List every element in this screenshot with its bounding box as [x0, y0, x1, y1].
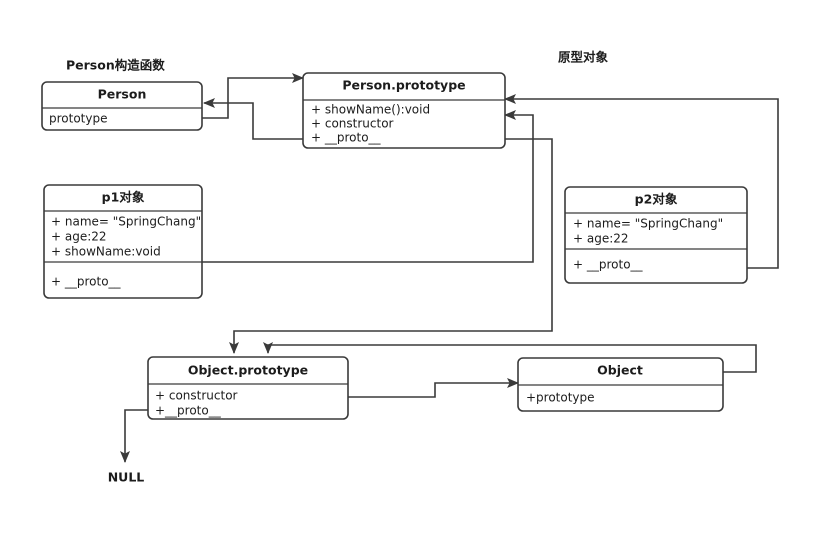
box-object[interactable]: Object +prototype	[517, 357, 724, 412]
box-object-title: Object	[597, 363, 643, 378]
box-object-row-prototype: +prototype	[526, 391, 595, 405]
caption-person-constructor: Person构造函数	[66, 58, 165, 73]
box-person[interactable]: Person prototype	[41, 81, 203, 131]
box-person-title: Person	[98, 87, 147, 102]
box-p1-row-age: + age:22	[51, 230, 107, 244]
box-p1-frame	[43, 184, 203, 299]
box-person-prototype[interactable]: Person.prototype + showName():void + con…	[302, 72, 506, 149]
box-p2-title: p2对象	[635, 192, 678, 207]
box-object-prototype-frame	[147, 356, 349, 420]
box-p1-row-proto: + __proto__	[51, 275, 122, 289]
caption-prototype-object: 原型对象	[558, 50, 609, 65]
box-person-prototype-frame	[302, 72, 506, 149]
box-object-prototype-row-proto: +__proto__	[155, 404, 222, 418]
box-p2-row-proto: + __proto__	[573, 258, 644, 272]
box-person-prototype-title: Person.prototype	[342, 78, 465, 93]
connector-object-prototype-to-object-prototype-box	[263, 342, 757, 373]
connector-p2-proto-to-person-prototype	[504, 94, 779, 269]
box-p2-frame	[564, 186, 748, 284]
connector-object-prototype-to-object	[348, 378, 519, 398]
connector-person-prototype-proto-to-object-prototype	[229, 138, 553, 354]
connector-p1-proto-to-person-prototype	[202, 110, 534, 263]
box-person-prototype-row-constructor: + constructor	[311, 117, 394, 131]
box-p1-row-showname: + showName:void	[51, 245, 161, 259]
box-p2[interactable]: p2对象 + name= "SpringChang" + age:22 + __…	[564, 186, 748, 284]
box-object-prototype-row-constructor: + constructor	[155, 389, 238, 403]
box-object-prototype[interactable]: Object.prototype + constructor +__proto_…	[147, 356, 349, 420]
connector-person-prototype-to-prototype-box	[202, 73, 304, 119]
box-person-row-prototype: prototype	[49, 112, 107, 126]
box-p1-row-name: + name= "SpringChang"	[51, 215, 201, 229]
box-person-prototype-row-proto: + __proto__	[311, 131, 382, 145]
box-p1-title: p1对象	[102, 190, 145, 205]
connector-object-prototype-proto-to-null	[120, 409, 148, 463]
box-p1[interactable]: p1对象 + name= "SpringChang" + age:22 + sh…	[43, 184, 203, 299]
box-object-prototype-title: Object.prototype	[188, 363, 308, 378]
null-label: NULL	[108, 470, 145, 485]
box-p2-row-age: + age:22	[573, 232, 629, 246]
connector-prototype-proto-to-person	[203, 98, 303, 140]
box-person-prototype-row-showname: + showName():void	[311, 103, 430, 117]
box-p2-row-name: + name= "SpringChang"	[573, 217, 723, 231]
box-person-frame	[41, 81, 203, 131]
